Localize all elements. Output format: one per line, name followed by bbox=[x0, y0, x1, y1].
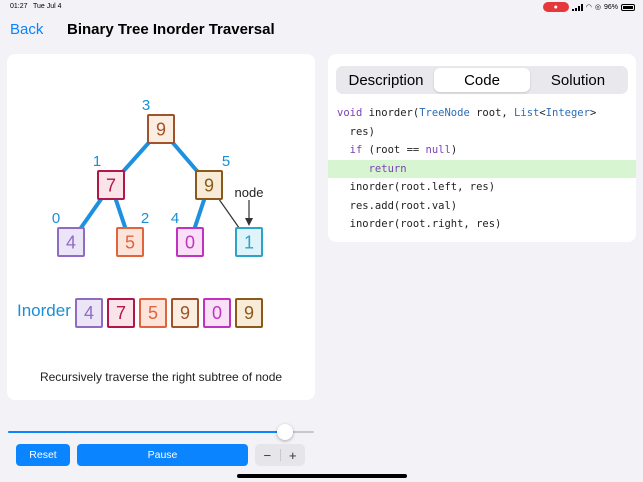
tab-code[interactable]: Code bbox=[434, 68, 530, 92]
page-title: Binary Tree Inorder Traversal bbox=[67, 21, 275, 38]
screen-recording-icon: ● bbox=[542, 2, 569, 12]
slider-fill bbox=[8, 431, 285, 433]
tree-node-index-right: 5 bbox=[222, 153, 230, 170]
code-view: void inorder(TreeNode root, List<Integer… bbox=[328, 104, 636, 234]
tree-node-value-left-right: 5 bbox=[125, 233, 135, 253]
status-indicators: ● ◠ ◎ 96% bbox=[542, 2, 635, 12]
home-indicator bbox=[237, 474, 407, 478]
code-line: res.add(root.val) bbox=[337, 199, 458, 212]
status-date: Tue Jul 4 bbox=[33, 3, 62, 10]
status-bar: 01:27 Tue Jul 4 ● ◠ ◎ 96% bbox=[0, 0, 643, 14]
inorder-cell: 4 bbox=[75, 298, 103, 328]
tab-bar: Description Code Solution bbox=[336, 66, 628, 94]
tree-node-index-left-right: 2 bbox=[141, 210, 149, 227]
tree-node-right-right bbox=[235, 227, 263, 257]
slider-thumb[interactable] bbox=[276, 424, 293, 440]
location-icon: ◎ bbox=[594, 4, 601, 11]
tree-node-left-right bbox=[116, 227, 144, 257]
code-line: res) bbox=[337, 125, 375, 138]
inorder-cell: 9 bbox=[235, 298, 263, 328]
pointer-label: node bbox=[235, 185, 264, 200]
tree-node-index-right-left: 4 bbox=[171, 210, 179, 227]
signal-icon bbox=[571, 3, 583, 11]
stepper-divider bbox=[279, 449, 281, 461]
code-line: inorder(root.left, res) bbox=[337, 181, 496, 193]
tree-node-value-right-right: 1 bbox=[244, 233, 254, 253]
tree-node-value-left-left: 4 bbox=[66, 233, 76, 253]
battery-percent: 96% bbox=[603, 3, 618, 11]
step-caption: Recursively traverse the right subtree o… bbox=[39, 370, 283, 384]
tree-node-right bbox=[195, 170, 223, 200]
reset-button[interactable]: Reset bbox=[16, 444, 70, 466]
tree-node-index-left: 1 bbox=[93, 153, 101, 170]
back-button[interactable]: Back bbox=[10, 21, 44, 38]
inorder-cell: 0 bbox=[203, 298, 231, 328]
tree-node-index-left-left: 0 bbox=[52, 210, 60, 227]
tab-description[interactable]: Description bbox=[348, 71, 424, 89]
tree-node-left bbox=[97, 170, 125, 200]
battery-icon bbox=[621, 3, 635, 11]
progress-slider[interactable] bbox=[8, 424, 314, 440]
wifi-icon: ◠ bbox=[585, 4, 592, 11]
decrement-button[interactable]: − bbox=[263, 447, 272, 463]
code-line: inorder(root.right, res) bbox=[337, 218, 502, 230]
inorder-cell: 5 bbox=[139, 298, 167, 328]
tree-node-right-left bbox=[176, 227, 204, 257]
tree-node-index-root: 3 bbox=[142, 97, 150, 114]
speed-stepper[interactable]: − + bbox=[255, 444, 305, 466]
status-time: 01:27 bbox=[10, 3, 28, 10]
code-panel: Description Code Solution void inorder(Tre… bbox=[328, 54, 636, 242]
increment-button[interactable]: + bbox=[288, 447, 297, 463]
code-line-current: return bbox=[328, 159, 636, 178]
tree-node-value-left: 7 bbox=[106, 176, 116, 196]
inorder-cell: 7 bbox=[107, 298, 135, 328]
pause-button[interactable]: Pause bbox=[77, 444, 248, 466]
inorder-cell: 9 bbox=[171, 298, 199, 328]
pointer-arrow-icon bbox=[245, 218, 253, 226]
tree-node-root bbox=[147, 114, 175, 144]
code-line: if (root == null) bbox=[349, 144, 458, 156]
tree-node-value-root: 9 bbox=[156, 120, 166, 140]
tab-solution[interactable]: Solution bbox=[550, 71, 606, 89]
code-line: void inorder(TreeNode root, List<Integer… bbox=[337, 107, 597, 119]
tree-node-value-right: 9 bbox=[204, 176, 214, 196]
inorder-label: Inorder bbox=[17, 301, 71, 320]
tree-node-value-right-left: 0 bbox=[185, 233, 195, 253]
tree-node-left-left bbox=[57, 227, 85, 257]
